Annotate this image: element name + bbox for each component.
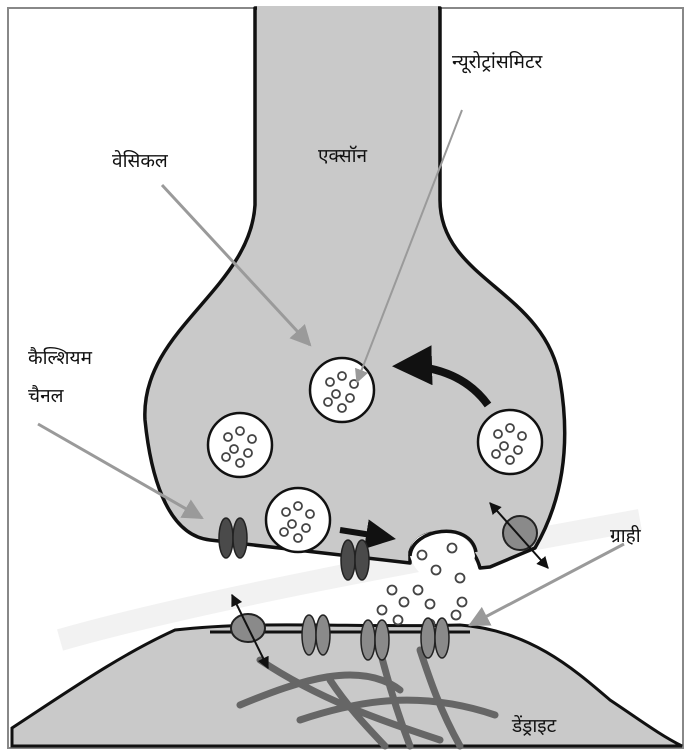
reuptake-transporter xyxy=(503,516,537,550)
vesicle-right xyxy=(478,410,542,474)
label-dendrite: डेंड्राइट xyxy=(512,716,556,738)
label-axon: एक्सॉन xyxy=(318,146,367,168)
label-calcium-channel-line2: चैनल xyxy=(28,386,64,408)
label-calcium-channel-line1: कैल्शियम xyxy=(28,348,92,370)
vesicle-top xyxy=(310,358,374,422)
label-vesicle: वेसिकल xyxy=(112,151,168,173)
vesicle-bottom xyxy=(266,488,330,552)
label-receptor: ग्राही xyxy=(610,526,641,548)
label-neurotransmitter: न्यूरोट्रांसमिटर xyxy=(452,52,542,74)
vesicle-left xyxy=(208,413,272,477)
